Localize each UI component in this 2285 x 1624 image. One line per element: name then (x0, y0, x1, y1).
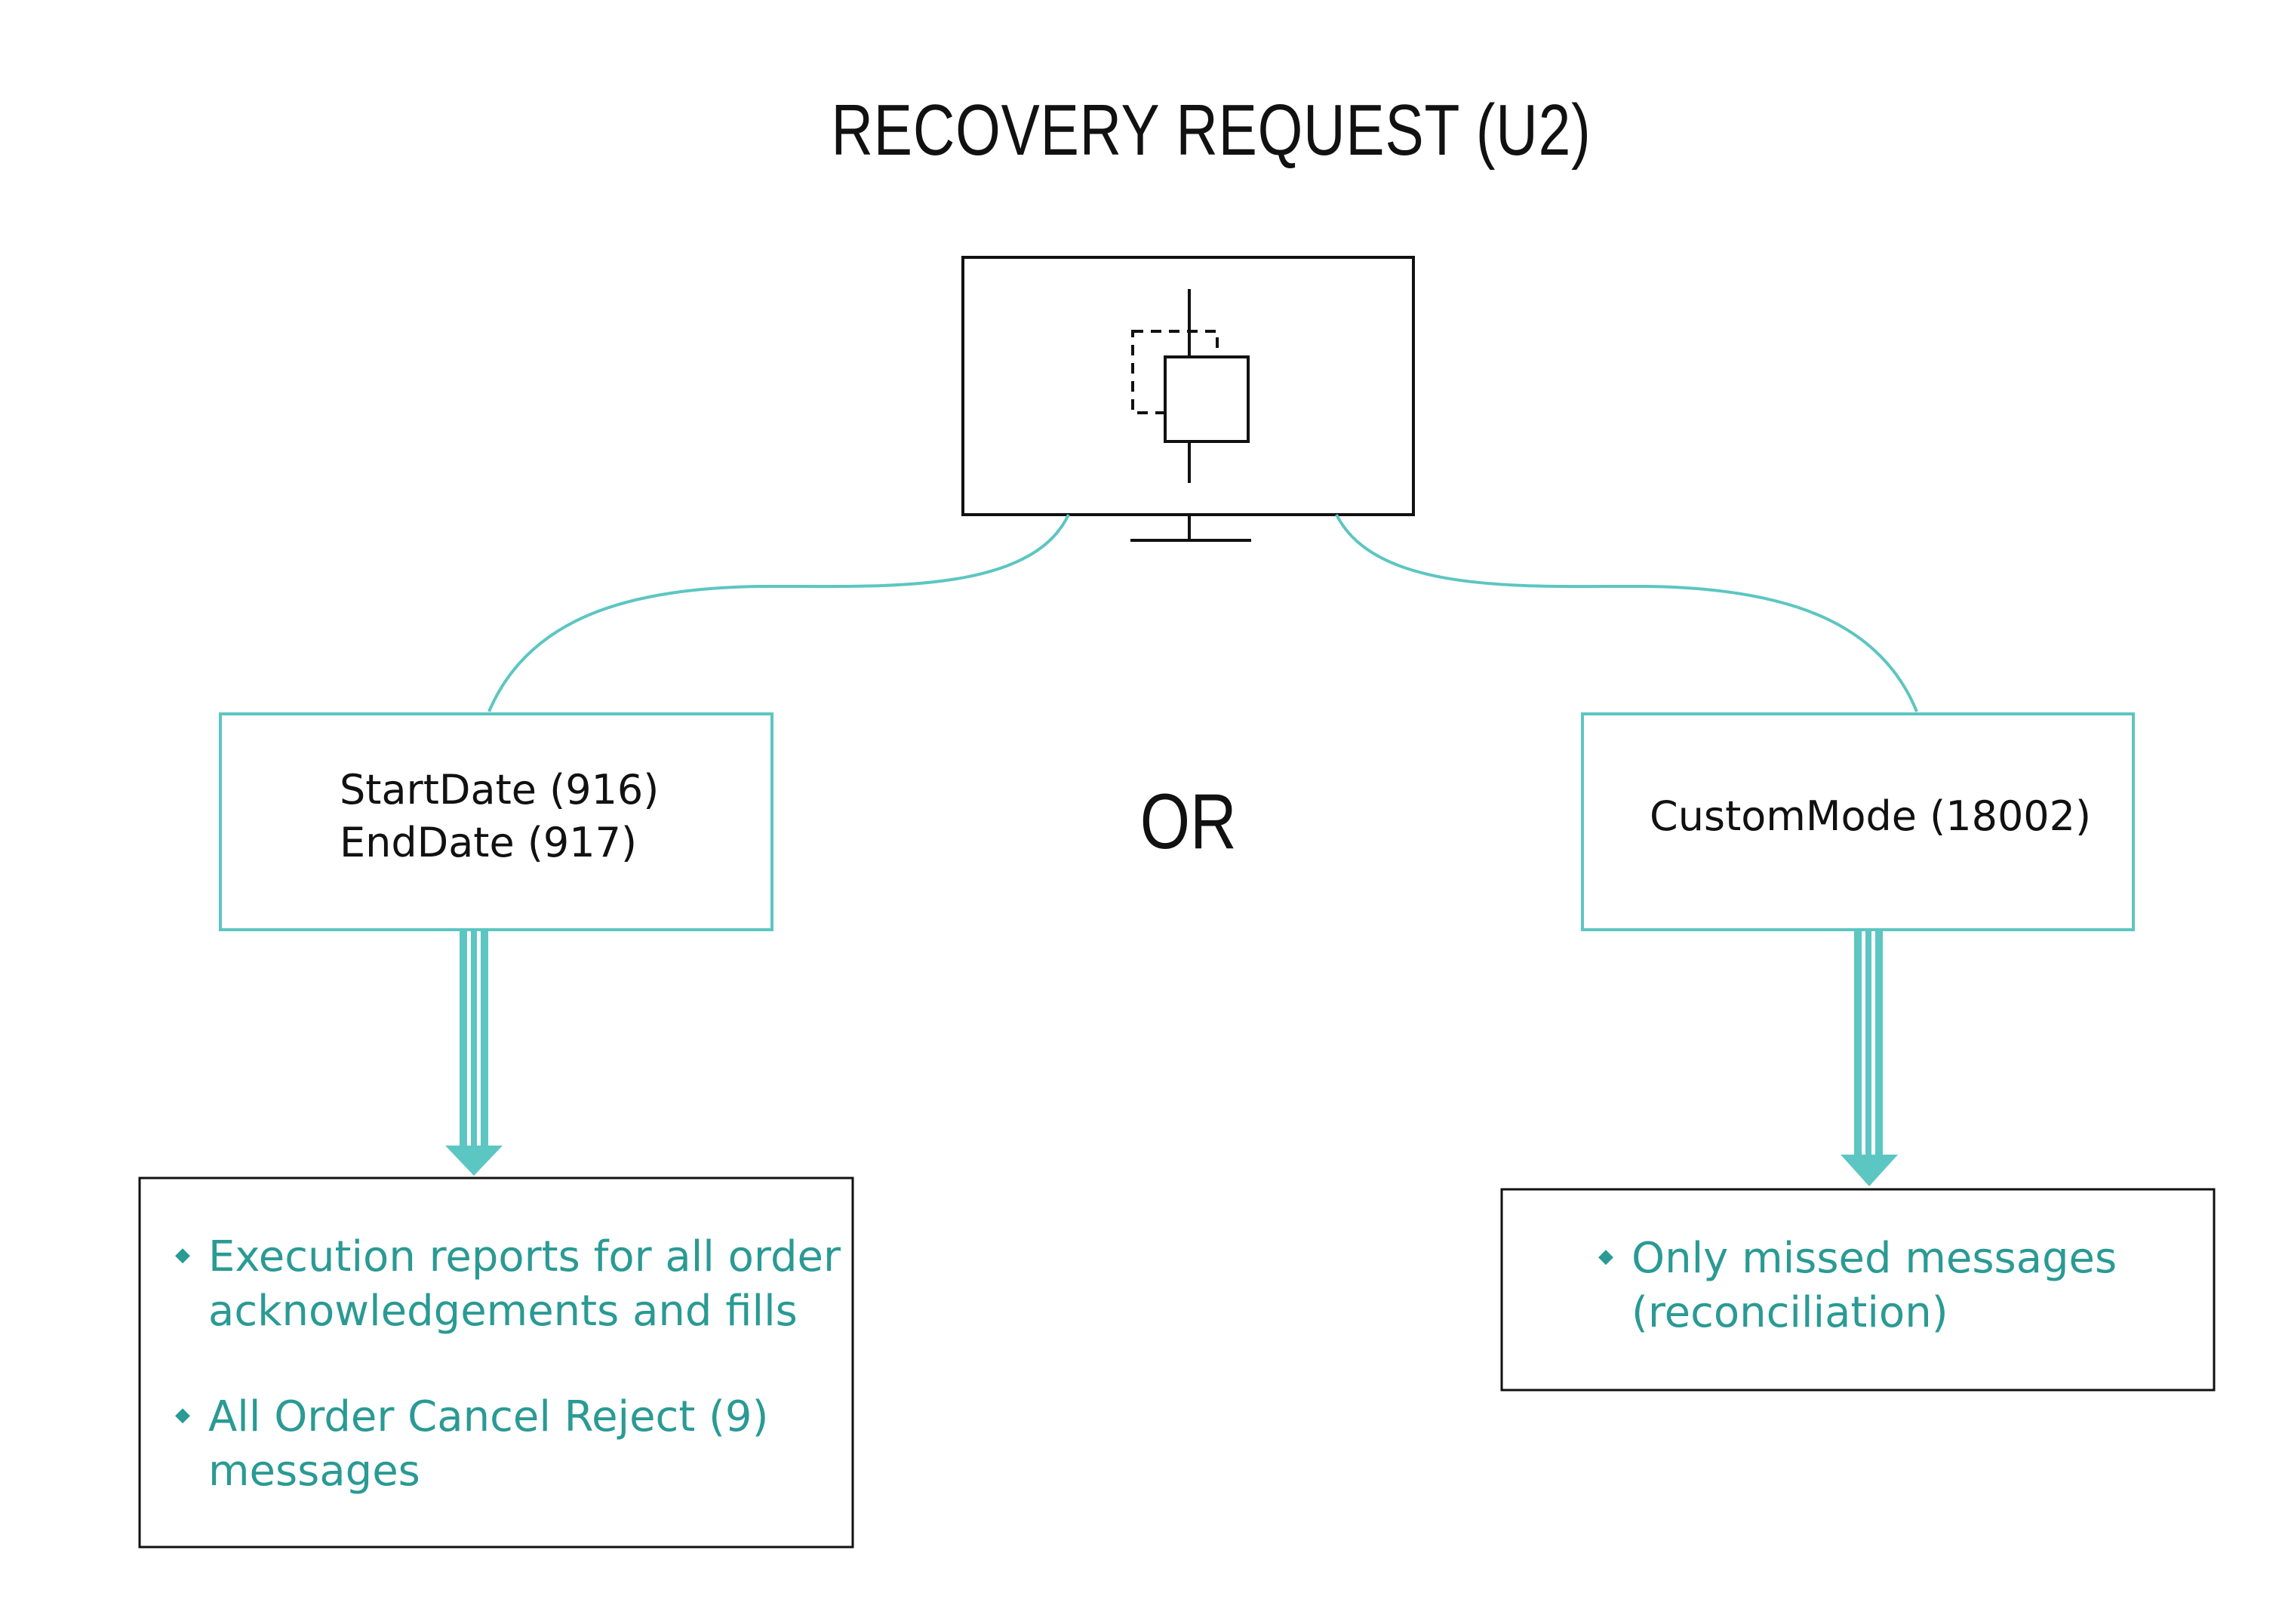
or-label: OR (1139, 778, 1237, 866)
output-line: Execution reports for all order (208, 1232, 841, 1281)
bullet-icon: ◆ (175, 1244, 190, 1266)
option-line: CustomMode (18002) (1650, 792, 2092, 840)
option-box-custommode (1581, 712, 2135, 931)
option-box-dates (219, 712, 773, 931)
output-box-left (138, 1176, 854, 1549)
option-text-custommode: CustomMode (18002) (1650, 790, 2091, 843)
output-line: All Order Cancel Reject (9) (208, 1392, 769, 1441)
arrow-down-left (445, 930, 503, 1176)
output-line: Only missed messages (1631, 1234, 2117, 1283)
output-item: Execution reports for all order acknowle… (208, 1230, 841, 1339)
connector-right (1335, 514, 1918, 712)
option-line: StartDate (916) (340, 766, 660, 814)
candlestick-icon (1131, 289, 1250, 483)
output-box-right (1500, 1188, 2216, 1392)
output-line: acknowledgements and fills (208, 1287, 798, 1336)
bullet-icon: ◆ (1598, 1245, 1613, 1268)
arrow-down-right (1841, 930, 1898, 1186)
connector-left (487, 514, 1070, 712)
option-line: EndDate (917) (340, 819, 638, 866)
output-line: (reconciliation) (1631, 1288, 1948, 1337)
output-item: All Order Cancel Reject (9) messages (208, 1390, 768, 1499)
output-line: messages (208, 1447, 420, 1496)
bullet-icon: ◆ (175, 1404, 190, 1426)
output-item: Only missed messages (reconciliation) (1631, 1232, 2117, 1340)
option-text-dates: StartDate (916) EndDate (917) (340, 764, 659, 869)
diagram-title: RECOVERY REQUEST (U2) (831, 90, 1592, 171)
